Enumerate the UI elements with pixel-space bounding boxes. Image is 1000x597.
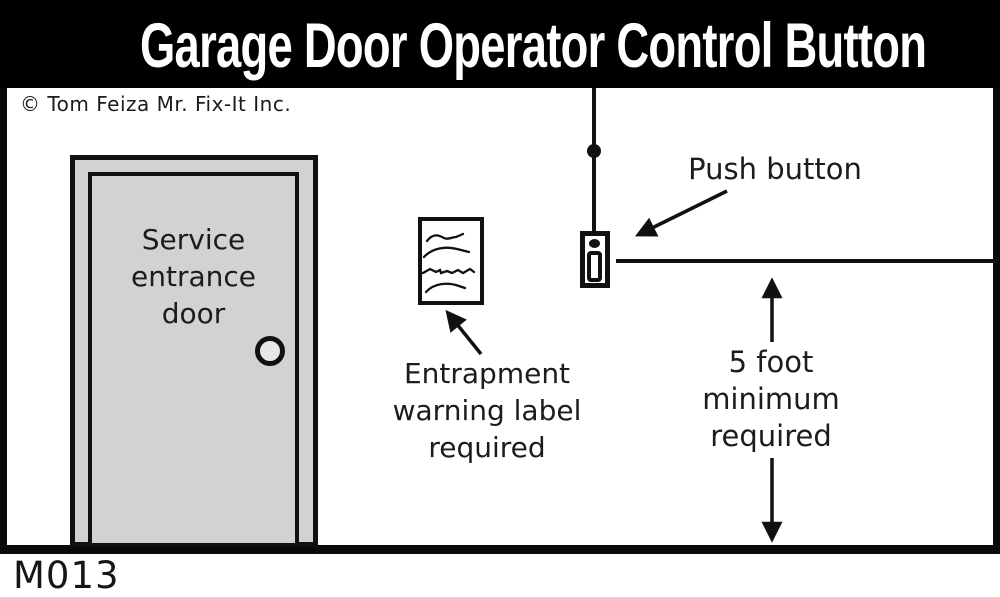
door-knob bbox=[255, 336, 285, 366]
clearance-label-line: minimum bbox=[702, 382, 840, 416]
door-label: Service entrance door bbox=[88, 221, 299, 332]
entrapment-label-line: required bbox=[428, 431, 546, 464]
clearance-label: 5 foot minimum required bbox=[691, 344, 851, 455]
frame-border-right bbox=[993, 88, 1000, 554]
wire-junction-dot bbox=[587, 144, 601, 158]
clearance-label-line: required bbox=[710, 419, 832, 453]
title-band: Garage Door Operator Control Button bbox=[0, 0, 1000, 88]
door-label-line: Service bbox=[141, 223, 246, 256]
entrapment-label-line: warning label bbox=[392, 394, 582, 427]
push-button-arrow bbox=[634, 189, 728, 237]
push-button-light bbox=[589, 239, 600, 248]
entrapment-warning-placard bbox=[418, 217, 484, 305]
push-button-device bbox=[580, 231, 610, 288]
door-label-line: door bbox=[161, 297, 226, 330]
page-title: Garage Door Operator Control Button bbox=[140, 11, 927, 81]
entrapment-warning-label: Entrapment warning label required bbox=[377, 355, 597, 466]
diagram-id: M013 bbox=[13, 554, 120, 597]
frame-border-left bbox=[0, 88, 7, 554]
door-label-line: entrance bbox=[131, 260, 256, 293]
entrapment-label-line: Entrapment bbox=[403, 357, 571, 390]
push-button-switch bbox=[587, 251, 602, 282]
clearance-label-line: 5 foot bbox=[728, 345, 814, 379]
entrapment-arrow bbox=[445, 309, 483, 356]
frame-border-bottom bbox=[0, 545, 1000, 554]
push-button-label: Push button bbox=[688, 152, 862, 186]
copyright-notice: © Tom Feiza Mr. Fix-It Inc. bbox=[20, 92, 292, 116]
